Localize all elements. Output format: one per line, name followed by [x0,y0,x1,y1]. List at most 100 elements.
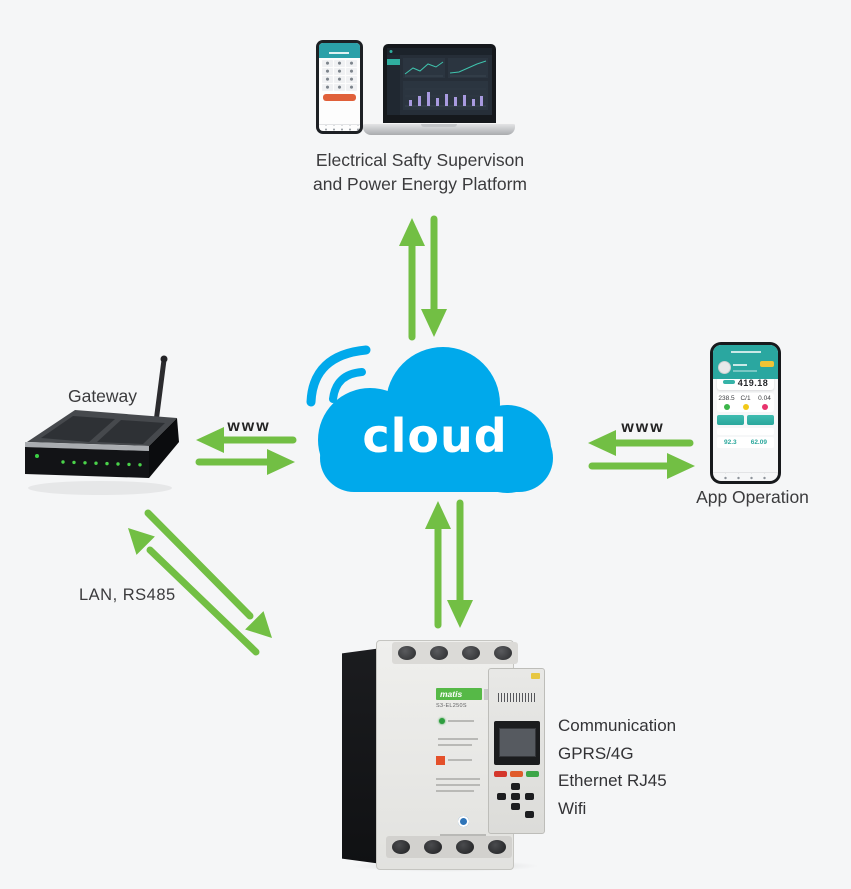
model-number: S3-EL250S [436,703,467,709]
app-action-button [747,415,774,425]
app-grid-icon [322,68,333,75]
green-status-dot [723,404,730,410]
avatar [718,361,731,374]
app-grid-icon [346,68,357,75]
button-caption-bar [448,759,472,761]
platform-laptop-screen [383,44,496,123]
action-buttons-row [717,415,774,425]
metrics-row: 238.5 C/1 0.04 [717,393,774,412]
platform-phone-header [319,43,360,58]
router-graphic [25,355,179,495]
cloud-label: cloud [362,409,508,463]
fine-print-bar [436,790,474,792]
platform-phone-app-grid [319,58,360,93]
keypad-button [511,793,520,800]
header-title-bar [731,351,761,353]
www-label-left: www [227,418,271,435]
metric-2-value: C/1 [740,395,751,402]
app-phone: 419.18 238.5 C/1 0.04 [710,342,781,484]
status-chip [760,361,774,367]
app-grid-icon [334,68,345,75]
main-value-text: 419.18 [737,378,769,388]
platform-phone-navbar [319,124,360,131]
yellow-status-dot [742,404,749,410]
keypad [497,783,537,819]
user-sub-bar [733,370,757,372]
keypad-button [497,793,506,800]
www-label-right: www [621,419,665,436]
app-grid-icon [334,76,345,83]
platform-laptop [363,44,515,135]
fine-print-bar [436,784,480,786]
terminal [392,840,410,854]
list-row [717,428,774,435]
platform-caption: Electrical Safty Supervison and Power En… [300,148,540,196]
keypad-button [525,793,534,800]
breaker-side-panel [342,648,382,864]
barcode [498,693,536,702]
stat-1-value: 92.3 [724,439,737,446]
feature-communication: Communication [558,716,677,735]
app-phone-header [713,345,778,379]
app-grid-icon [346,76,357,83]
app-phone-screen: 419.18 238.5 C/1 0.04 [713,345,778,481]
app-operation-label: App Operation [696,487,809,507]
app-grid-icon [322,60,333,67]
breaker-bottom-terminals [386,836,512,858]
fine-print-bar [438,744,472,746]
app-grid-icon [346,84,357,91]
terminal [424,840,442,854]
led-caption-bar [448,720,474,722]
arrow-cloud-breaker [425,499,473,629]
app-action-button [717,415,744,425]
dashboard-graphic [387,48,492,115]
red-key [494,771,507,777]
stats-row: 92.3 62.09 [717,437,774,448]
communication-features: Communication GPRS/4G Ethernet RJ45 Wifi [558,712,676,822]
platform-phone [316,40,363,134]
metric-2: C/1 [736,395,755,410]
green-key [526,771,539,777]
terminal [430,646,448,660]
function-keys [494,771,539,777]
circuit-breaker: matis S3-EL250S [340,638,548,876]
metric-1: 238.5 [717,395,736,410]
app-grid-icon [322,76,333,83]
reading-tag [722,380,735,384]
main-reading-value: 419.18 [721,378,770,388]
fine-print-bar [436,778,480,780]
app-phone-navbar [713,472,778,481]
app-grid-icon [334,60,345,67]
red-status-dot [761,404,768,410]
user-name-bar [733,364,747,366]
breaker-display-module [488,668,545,834]
feature-wifi: Wifi [558,798,587,818]
app-grid-icon [346,60,357,67]
terminal [488,840,506,854]
gateway-router [15,350,195,505]
arrow-cloud-app [588,430,695,479]
wifi-signal-icon [306,345,371,407]
certification-logo [458,816,469,827]
display-bezel [494,721,540,765]
metric-3-value: 0.04 [758,395,771,402]
stat-2-value: 62.09 [750,439,767,446]
terminal [462,646,480,660]
metric-1-value: 238.5 [718,395,735,402]
orange-key [510,771,523,777]
platform-phone-action-button [323,94,356,101]
feature-ethernet: Ethernet RJ45 [558,771,667,790]
keypad-button [511,783,520,790]
keypad-button [511,803,520,810]
yellow-tag [531,673,540,679]
platform-phone-screen [319,43,360,131]
platform-caption-line1: Electrical Safty Supervison [315,150,525,170]
platform-caption-line2: and Power Energy Platform [313,174,527,194]
app-grid-icon [334,84,345,91]
platform-laptop-base [363,123,515,135]
lcd-screen [499,728,536,757]
feature-gprs-4g: GPRS/4G [558,743,634,763]
brand-badge: matis [436,688,482,700]
fine-print-bar [438,738,478,740]
